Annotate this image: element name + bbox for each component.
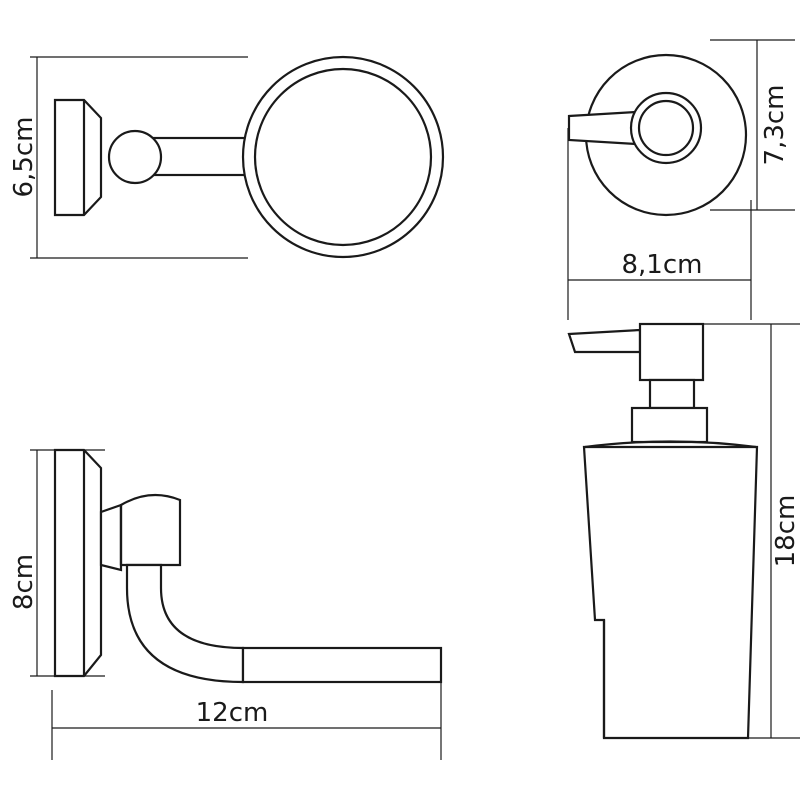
dim-label-height: 18cm (771, 495, 800, 568)
pump-head-side (638, 322, 705, 382)
mount-spacer (99, 503, 123, 572)
mount-block (119, 493, 182, 567)
nozzle-top (567, 110, 638, 146)
bottle-body (582, 445, 759, 740)
bottle-rim (584, 440, 757, 449)
curved-arm (125, 563, 245, 684)
pump-stem (648, 378, 696, 410)
pump-head-outer (629, 91, 703, 165)
towel-holder-view: 8cm 12cm (9, 448, 443, 760)
dim-label-width: 8,1cm (622, 250, 703, 280)
pump-collar (630, 406, 709, 444)
wall-plate (53, 98, 103, 217)
dispenser-side-view: 18cm (567, 322, 800, 740)
towel-wall-plate (53, 448, 103, 678)
ring-inner (253, 67, 433, 247)
pump-head-inner (637, 99, 695, 157)
ball-joint (107, 129, 163, 185)
holder-arm (148, 136, 250, 177)
bar-end (241, 646, 443, 684)
dim-label-holder-height: 6,5cm (9, 117, 39, 198)
ring-holder-view: 6,5cm (9, 55, 445, 259)
dim-label-top-depth: 7,3cm (760, 85, 790, 166)
dim-label-th-height: 8cm (9, 554, 39, 610)
dispenser-top-view: 7,3cm 8,1cm (567, 39, 795, 320)
dim-label-length: 12cm (196, 698, 269, 728)
nozzle-side (567, 328, 642, 354)
ring-outer (241, 55, 445, 259)
